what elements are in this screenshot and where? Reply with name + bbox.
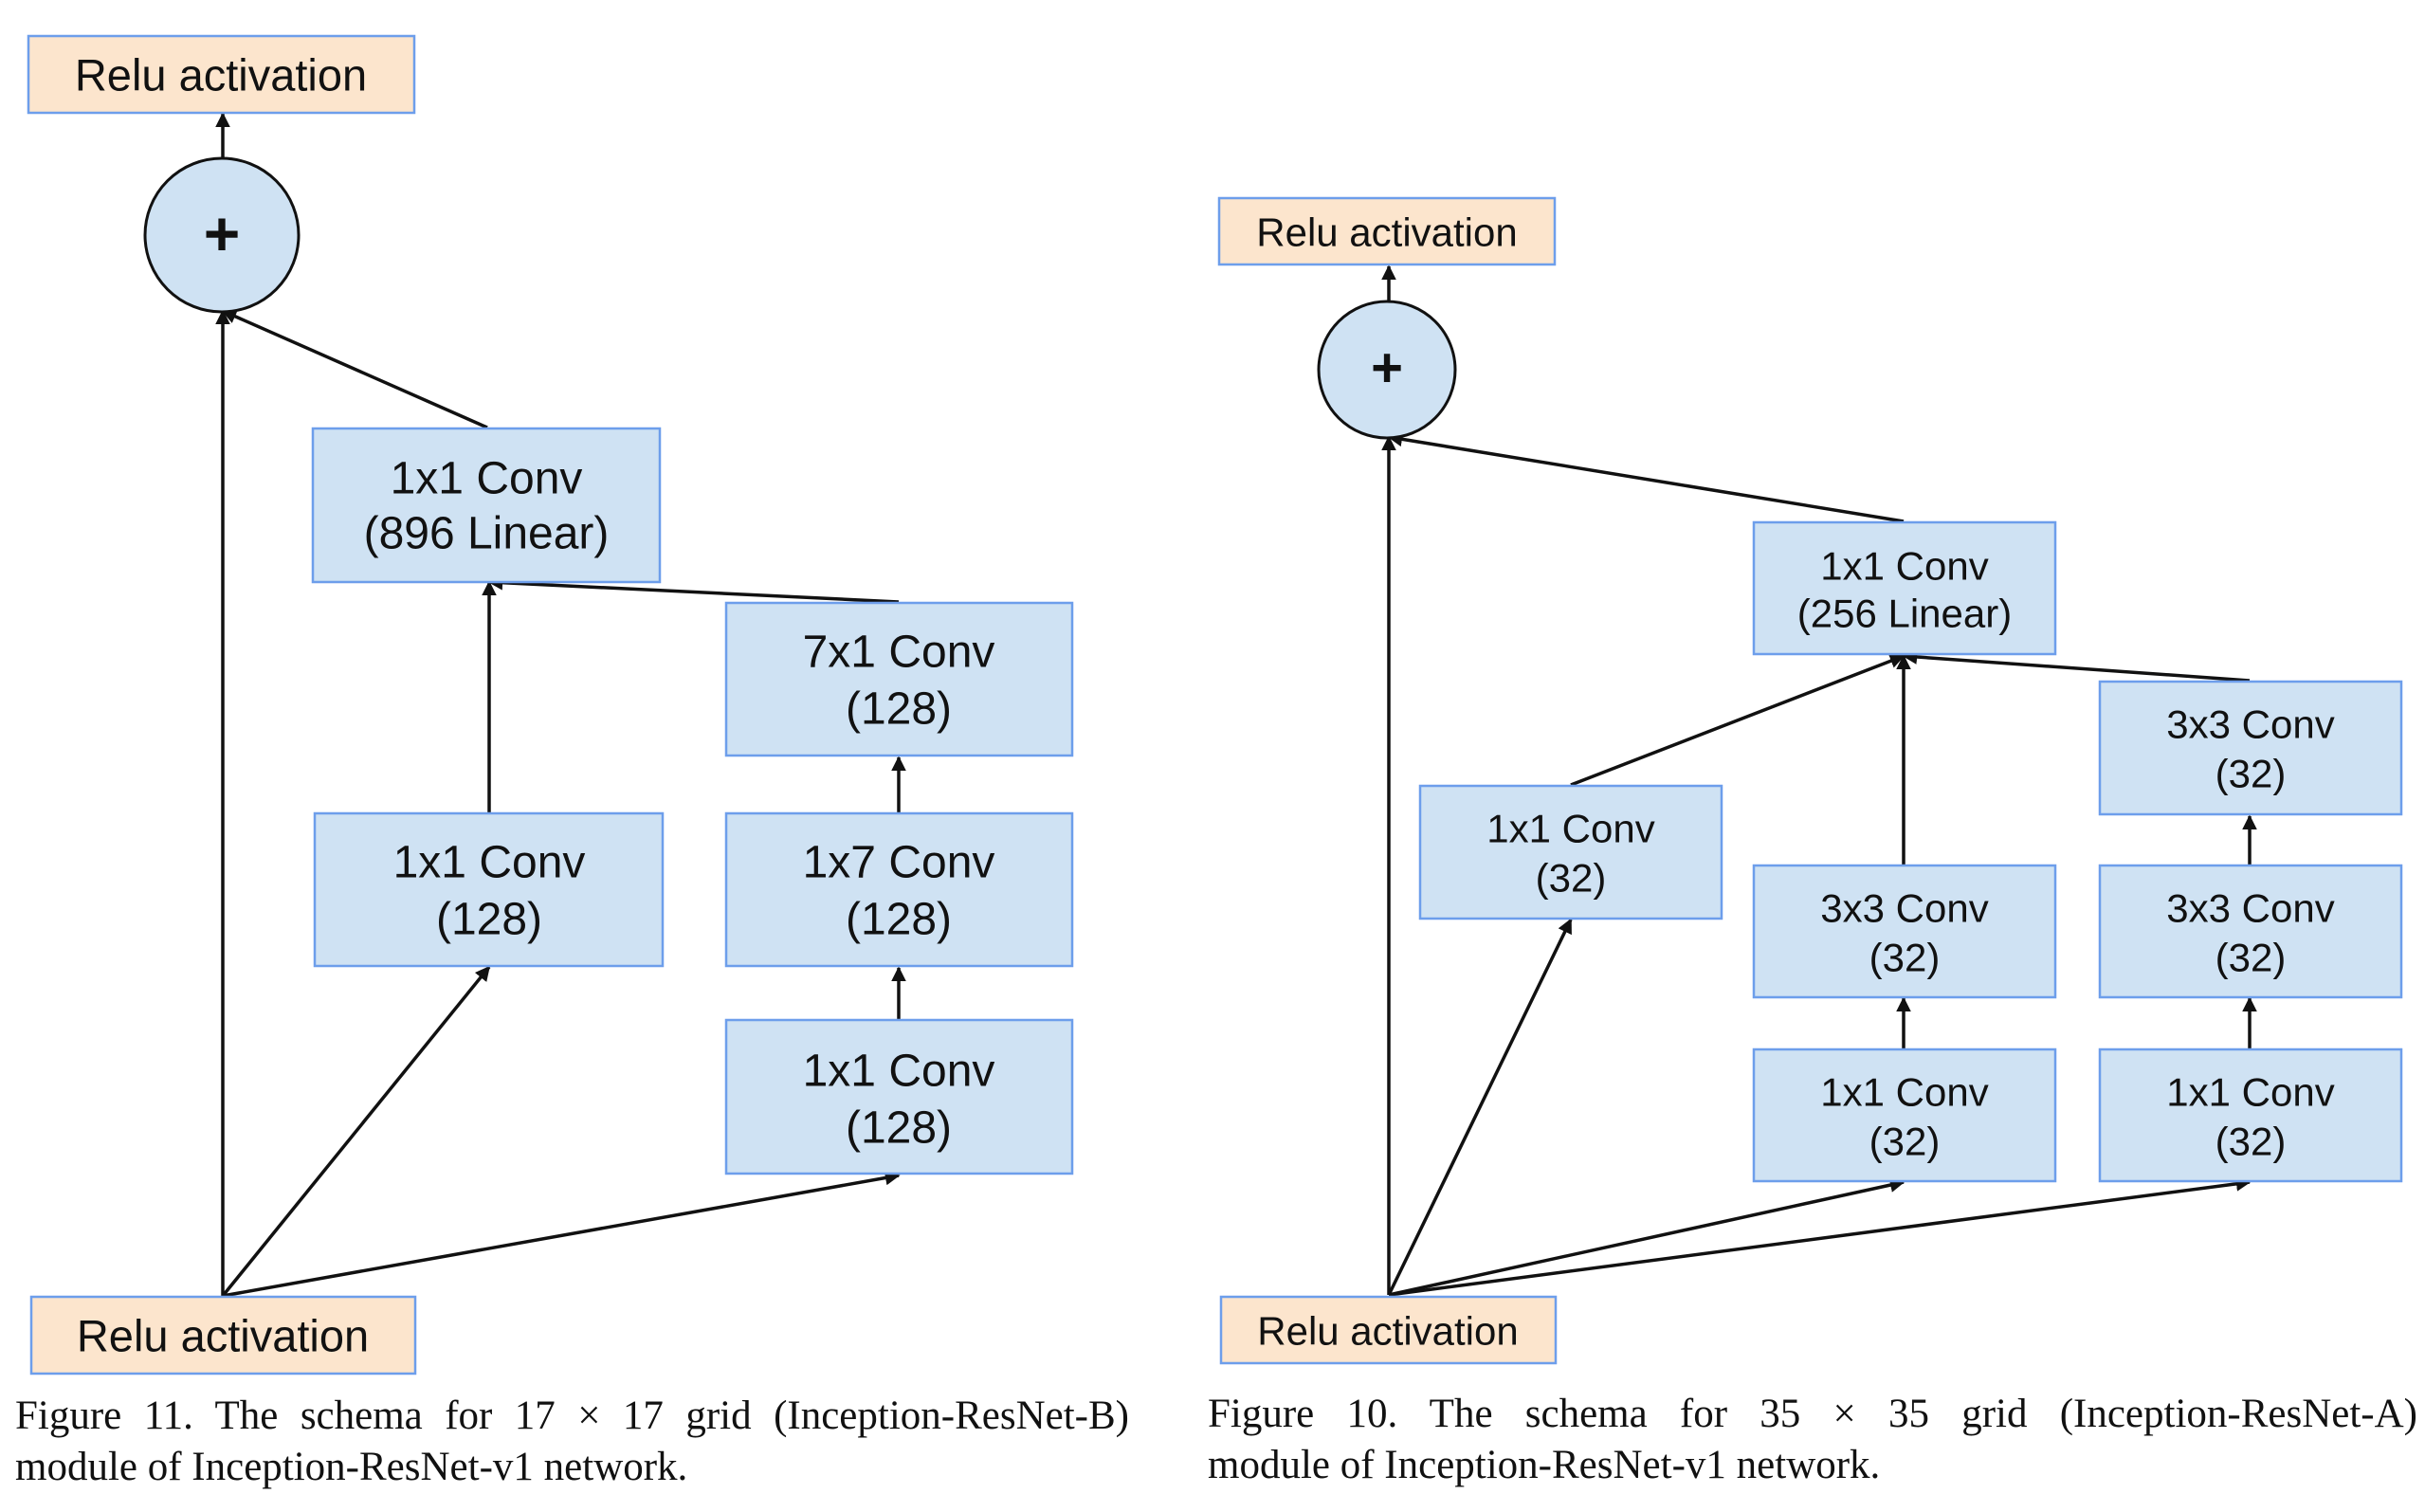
relu-bottom-b-label: Relu activation bbox=[77, 1311, 369, 1361]
conv-linear-b: 1x1 Conv (896 Linear) bbox=[311, 427, 662, 584]
plus-icon: + bbox=[204, 198, 241, 268]
edge-b-linear-to-sum bbox=[221, 309, 488, 429]
conv-linear-a-line2: (256 Linear) bbox=[1797, 592, 2012, 636]
conv-linear-b-line1: 1x1 Conv bbox=[391, 454, 583, 504]
conv-3x3-branch3-top-a: 3x3 Conv (32) bbox=[2098, 680, 2403, 816]
conv-1x1-branch1-b-line2: (128) bbox=[436, 895, 542, 945]
relu-activation-bottom-b: Relu activation bbox=[29, 1295, 417, 1375]
edge-a-branch3-to-linear bbox=[1902, 649, 2251, 683]
edge-a-input-to-branch1 bbox=[1387, 918, 1573, 1296]
conv-1x1-branch2-a-line1: 1x1 Conv bbox=[1820, 1070, 1988, 1115]
conv-1x1-branch3-a-line1: 1x1 Conv bbox=[2166, 1070, 2334, 1115]
conv-7x1-b-line2: (128) bbox=[846, 684, 952, 735]
conv-3x3-branch3-mid-a-line1: 3x3 Conv bbox=[2166, 886, 2334, 931]
figure-a: Relu activation + 1x1 Conv (256 Linear) … bbox=[1217, 196, 2403, 1365]
conv-1x1-branch1-a: 1x1 Conv (32) bbox=[1418, 784, 1723, 920]
conv-3x3-branch3-top-a-line2: (32) bbox=[2215, 752, 2287, 796]
relu-activation-top-b: Relu activation bbox=[27, 34, 416, 115]
edge-a-input-to-branch2 bbox=[1388, 1177, 1905, 1297]
edge-b-branch2-to-linear bbox=[487, 574, 900, 604]
edge-b-input-to-branch2 bbox=[222, 1170, 901, 1298]
figure-a-caption-line2: module of Inception-ResNet-v1 network. bbox=[1208, 1443, 1881, 1487]
figure-a-caption: Figure 10. The schema for 35 × 35 grid (… bbox=[1208, 1389, 2417, 1491]
conv-7x1-b: 7x1 Conv (128) bbox=[724, 601, 1074, 757]
relu-activation-bottom-a: Relu activation bbox=[1219, 1295, 1558, 1365]
conv-1x7-b-line2: (128) bbox=[846, 895, 952, 945]
sum-node-b: + bbox=[143, 156, 301, 314]
conv-3x3-branch3-top-a-line1: 3x3 Conv bbox=[2166, 702, 2334, 747]
relu-activation-top-a: Relu activation bbox=[1217, 196, 1557, 266]
figure-b-edges bbox=[215, 112, 906, 1298]
conv-linear-a-line1: 1x1 Conv bbox=[1820, 544, 1988, 589]
plus-icon: + bbox=[1371, 337, 1403, 399]
edge-a-branch1-to-linear bbox=[1570, 653, 1905, 787]
figure-a-caption-line1: Figure 10. The schema for 35 × 35 grid (… bbox=[1208, 1392, 2417, 1436]
conv-1x7-b-line1: 1x7 Conv bbox=[803, 838, 995, 888]
conv-1x7-b: 1x7 Conv (128) bbox=[724, 811, 1074, 968]
conv-1x1-branch3-a: 1x1 Conv (32) bbox=[2098, 1047, 2403, 1183]
figure-b-caption-line1: Figure 11. The schema for 17 × 17 grid (… bbox=[15, 1394, 1129, 1438]
relu-bottom-a-label: Relu activation bbox=[1257, 1309, 1518, 1354]
sum-node-a: + bbox=[1317, 300, 1457, 440]
conv-1x1-branch2-a-line2: (32) bbox=[1869, 1120, 1941, 1164]
conv-1x1-branch1-b: 1x1 Conv (128) bbox=[313, 811, 665, 968]
conv-3x3-branch2-a: 3x3 Conv (32) bbox=[1752, 864, 2057, 999]
conv-1x1-branch3-a-line2: (32) bbox=[2215, 1120, 2287, 1164]
conv-1x1-branch2-b-line1: 1x1 Conv bbox=[803, 1047, 995, 1097]
figure-b: Relu activation + 1x1 Conv (896 Linear) … bbox=[27, 34, 1074, 1375]
conv-1x1-branch2-b: 1x1 Conv (128) bbox=[724, 1018, 1074, 1175]
edge-a-input-to-branch3 bbox=[1388, 1176, 2252, 1297]
conv-3x3-branch3-mid-a-line2: (32) bbox=[2215, 936, 2287, 980]
conv-linear-b-line2: (896 Linear) bbox=[364, 509, 610, 559]
conv-linear-a: 1x1 Conv (256 Linear) bbox=[1752, 520, 2057, 656]
conv-1x1-branch1-a-line2: (32) bbox=[1536, 856, 1607, 901]
conv-3x3-branch2-a-line2: (32) bbox=[1869, 936, 1941, 980]
conv-1x1-branch2-b-line2: (128) bbox=[846, 1103, 952, 1154]
figure-a-edges bbox=[1381, 264, 2257, 1297]
edge-b-input-to-branch1 bbox=[221, 965, 491, 1298]
conv-1x1-branch2-a: 1x1 Conv (32) bbox=[1752, 1047, 2057, 1183]
conv-7x1-b-line1: 7x1 Conv bbox=[803, 628, 995, 678]
figure-b-caption-line2: module of Inception-ResNet-v1 network. bbox=[15, 1445, 688, 1489]
conv-1x1-branch1-b-line1: 1x1 Conv bbox=[393, 838, 586, 888]
edge-a-linear-to-sum bbox=[1387, 431, 1905, 523]
conv-3x3-branch3-mid-a: 3x3 Conv (32) bbox=[2098, 864, 2403, 999]
figure-b-caption: Figure 11. The schema for 17 × 17 grid (… bbox=[15, 1391, 1129, 1493]
relu-top-b-label: Relu activation bbox=[75, 50, 367, 100]
relu-top-a-label: Relu activation bbox=[1256, 210, 1517, 255]
conv-3x3-branch2-a-line1: 3x3 Conv bbox=[1820, 886, 1988, 931]
conv-1x1-branch1-a-line1: 1x1 Conv bbox=[1486, 807, 1654, 851]
